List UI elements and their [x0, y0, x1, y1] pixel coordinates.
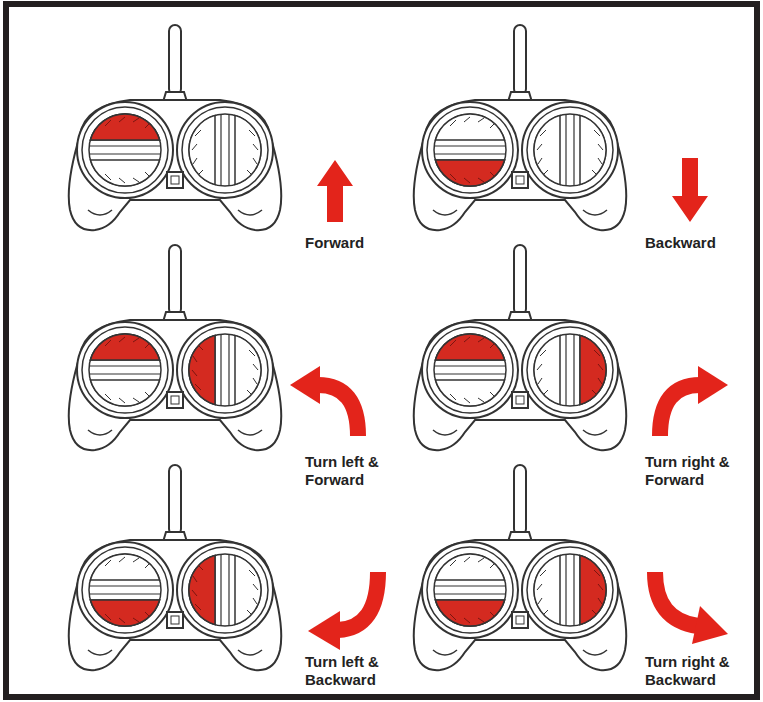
direction-label: Forward: [305, 234, 405, 252]
direction-arrows: [290, 158, 728, 650]
direction-label: Backward: [645, 234, 745, 252]
direction-label: Turn left & Forward: [305, 453, 405, 489]
direction-label: Turn right & Backward: [645, 653, 745, 689]
direction-label: Turn left & Backward: [305, 653, 405, 689]
direction-label: Turn right & Forward: [645, 453, 745, 489]
